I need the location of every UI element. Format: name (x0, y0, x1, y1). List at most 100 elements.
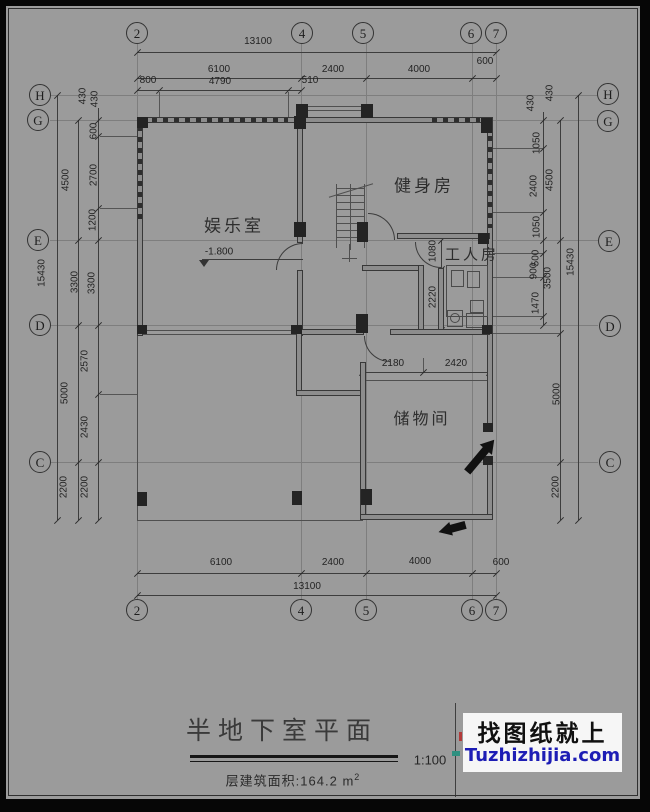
watermark-green-mark (452, 751, 460, 756)
extension-line (159, 92, 160, 117)
column (481, 118, 492, 133)
grid-bubble: 2 (126, 599, 148, 621)
grid-bubble: C (29, 451, 51, 473)
watermark-box: 找图纸就上 Tuzhizhijia.com (463, 713, 622, 772)
area-unit: m (342, 773, 355, 789)
grid-bubble: E (27, 229, 49, 251)
grid-bubble: D (29, 314, 51, 336)
dim-label: 4790 (208, 75, 232, 87)
grid-bubble: 6 (461, 599, 483, 621)
grid-line (496, 43, 497, 600)
plan-line (366, 380, 487, 381)
grid-bubble: D (599, 315, 621, 337)
plan-line (342, 258, 357, 259)
furniture (467, 271, 480, 288)
extension-line (493, 253, 543, 254)
extension-line (493, 277, 543, 278)
plan-line (349, 244, 350, 262)
column (291, 325, 302, 334)
wall (397, 233, 490, 239)
dim-label: 510 (301, 74, 319, 86)
extension-line (100, 394, 137, 395)
grid-bubble: G (597, 110, 619, 132)
grid-bubble: 7 (485, 22, 507, 44)
title-underline-thick (190, 755, 398, 758)
level-mark-triangle-icon (199, 260, 209, 267)
furniture (446, 265, 488, 317)
column (357, 222, 368, 242)
column (292, 491, 302, 505)
extension-line (423, 358, 424, 372)
dimension-line (362, 372, 489, 373)
window-hatch (152, 118, 288, 122)
washer-drum-icon (450, 313, 460, 323)
plan-line (137, 520, 363, 521)
dimension-line (137, 78, 496, 79)
grid-bubble: 4 (291, 22, 313, 44)
plan-line (350, 184, 351, 250)
dim-label: 600 (492, 556, 510, 568)
dim-label: 2420 (444, 357, 468, 369)
extension-line (288, 92, 289, 117)
dim-label: 2400 (321, 63, 345, 75)
column (296, 104, 308, 118)
title-underline-thin (190, 761, 398, 762)
area-label: 层建筑面积:164.2 (225, 773, 338, 789)
column (294, 222, 306, 237)
plan-line (140, 334, 297, 335)
grid-bubble: 6 (460, 22, 482, 44)
column (361, 104, 373, 118)
grid-bubble: E (598, 230, 620, 252)
extension-line (493, 333, 560, 334)
column (361, 489, 372, 505)
column (137, 325, 147, 334)
dimension-line (578, 95, 579, 520)
window-hatch (432, 118, 480, 122)
plan-line (296, 110, 366, 111)
grid-bubble: H (597, 83, 619, 105)
dim-label: 13100 (244, 35, 272, 47)
dimension-line (543, 112, 544, 325)
sheet-divider-line (455, 703, 456, 797)
drawing-title: 半地下室平面 (185, 717, 379, 745)
grid-bubble: C (599, 451, 621, 473)
extension-line (493, 148, 543, 149)
grid-bubble: H (29, 84, 51, 106)
grid-line (50, 462, 598, 463)
plan-line (296, 106, 366, 107)
window-hatch (138, 126, 142, 222)
dim-label: 2180 (381, 357, 405, 369)
plan-line (364, 184, 365, 248)
grid-bubble: 2 (126, 22, 148, 44)
dimension-line (78, 120, 79, 520)
area-note: 层建筑面积:164.2 m2 (226, 771, 361, 790)
dimension-line (137, 52, 496, 53)
drawing-scale: 1:100 (413, 752, 447, 768)
column (478, 233, 489, 244)
grid-line (50, 95, 598, 96)
dim-label: 2400 (321, 556, 345, 568)
furniture (451, 270, 464, 287)
room-label: 储物间 (393, 411, 451, 428)
level-mark-line (202, 259, 303, 260)
dim-label: 4000 (408, 555, 432, 567)
furniture (470, 300, 484, 313)
room-label: 工人房 (444, 246, 500, 264)
dim-label: 13100 (293, 580, 321, 592)
grid-line (50, 325, 598, 326)
room-label: 健身房 (394, 176, 454, 196)
grid-bubble: G (27, 109, 49, 131)
grid-line (50, 240, 598, 241)
dim-label: 6100 (207, 63, 231, 75)
column (483, 456, 493, 465)
dimension-line (137, 595, 496, 596)
furniture (447, 310, 463, 327)
column (482, 325, 492, 334)
column (483, 423, 493, 432)
grid-bubble: 5 (355, 599, 377, 621)
column (356, 314, 368, 333)
dimension-line (137, 90, 301, 91)
dimension-line (560, 120, 561, 520)
furniture (466, 313, 484, 328)
